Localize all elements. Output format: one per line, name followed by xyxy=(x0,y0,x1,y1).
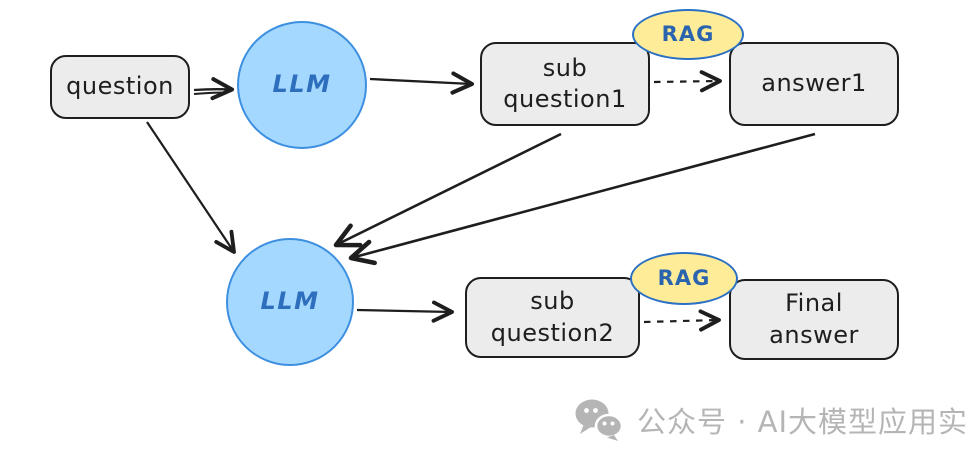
node-llm-2-label: LLM xyxy=(260,287,320,316)
node-llm-2: LLM xyxy=(226,238,354,366)
node-sub-question2: sub question2 xyxy=(465,277,640,358)
node-rag-2-label: RAG xyxy=(657,265,711,290)
node-rag-1-label: RAG xyxy=(661,21,715,46)
node-llm-1-label: LLM xyxy=(272,70,332,99)
arrow-question-to-llm1 xyxy=(193,77,235,101)
node-question: question xyxy=(50,55,190,119)
node-final-answer-label: Final answer xyxy=(769,289,859,349)
node-sub-question2-label: sub question2 xyxy=(490,287,615,347)
node-final-answer: Final answer xyxy=(729,279,899,360)
node-sub-question1-label: sub question1 xyxy=(503,53,627,113)
node-llm-1: LLM xyxy=(237,21,367,149)
watermark-text: 公众号 · AI大模型应用实践 xyxy=(637,405,966,439)
node-question-label: question xyxy=(66,72,174,101)
arrow-subquestion1-to-answer1 xyxy=(653,70,722,93)
arrow-question-to-llm2 xyxy=(146,121,236,254)
node-rag-1: RAG xyxy=(632,9,744,60)
arrow-subquestion2-to-finalanswer xyxy=(643,309,721,332)
node-rag-2: RAG xyxy=(630,252,738,305)
node-answer1-label: answer1 xyxy=(761,69,867,98)
node-answer1: answer1 xyxy=(729,42,899,126)
arrow-llm1-to-subquestion1 xyxy=(369,71,475,95)
wechat-icon xyxy=(575,399,624,441)
node-sub-question1: sub question1 xyxy=(480,42,650,126)
arrow-llm2-to-subquestion2 xyxy=(356,300,454,323)
arrow-question-to-llm1-understroke xyxy=(193,91,226,95)
arrow-answer1-to-llm2 xyxy=(348,132,816,266)
watermark: 公众号 · AI大模型应用实践 xyxy=(573,398,966,442)
arrow-subquestion1-to-llm2 xyxy=(333,132,562,248)
